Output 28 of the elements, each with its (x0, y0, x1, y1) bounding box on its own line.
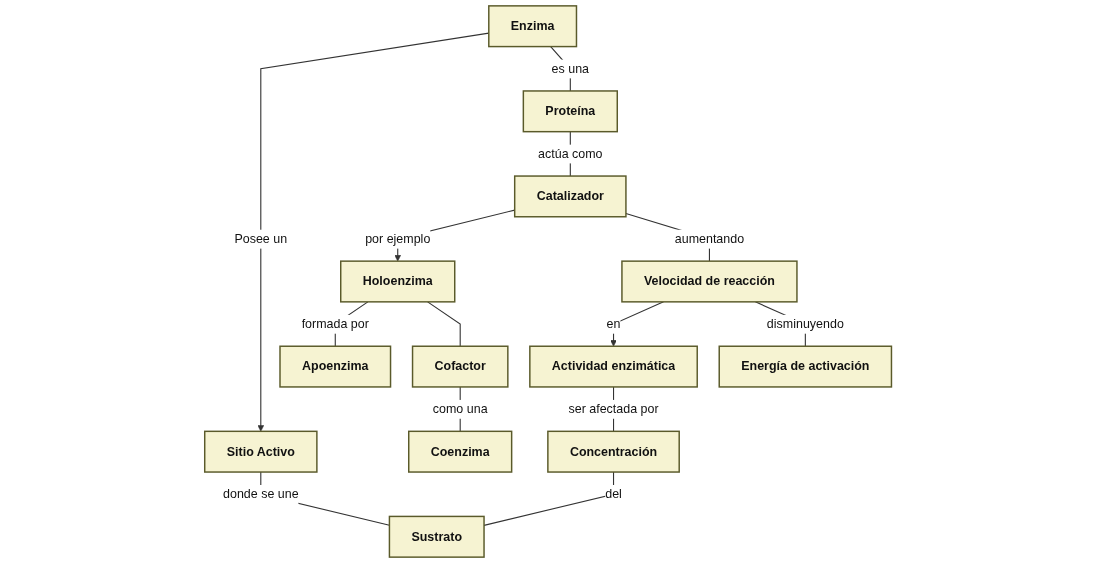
edge-label: donde se une (222, 487, 299, 502)
edge-label: del (605, 487, 622, 502)
connector (426, 301, 461, 347)
node-box: Energía de activación (718, 345, 893, 388)
node-box: Cofactor (411, 345, 509, 388)
node-box: Sitio Activo (203, 430, 318, 473)
edge-label: Posee un (234, 231, 288, 246)
edge-label: como una (432, 401, 488, 416)
edge-label: aumentando (674, 231, 745, 246)
edge-label: por ejemplo (365, 231, 431, 246)
edge-label: formada por (301, 316, 369, 331)
edge-label: disminuyendo (766, 316, 844, 331)
node-box: Enzima (487, 5, 578, 48)
node-box: Catalizador (513, 175, 627, 218)
node-box: Proteína (522, 90, 618, 133)
node-box: Actividad enzimática (529, 345, 698, 388)
node-box: Sustrato (388, 515, 485, 558)
connector (483, 471, 614, 526)
node-box: Concentración (547, 430, 680, 473)
edge-label: en (606, 316, 621, 331)
node-box: Holoenzima (339, 260, 456, 303)
edge-label: es una (551, 61, 589, 76)
edge-label: actúa como (537, 146, 603, 161)
node-box: Apoenzima (279, 345, 392, 388)
node-box: Velocidad de reacción (621, 260, 798, 303)
arrow (610, 301, 664, 347)
edge-label: ser afectada por (568, 401, 659, 416)
node-box: Coenzima (407, 430, 513, 473)
